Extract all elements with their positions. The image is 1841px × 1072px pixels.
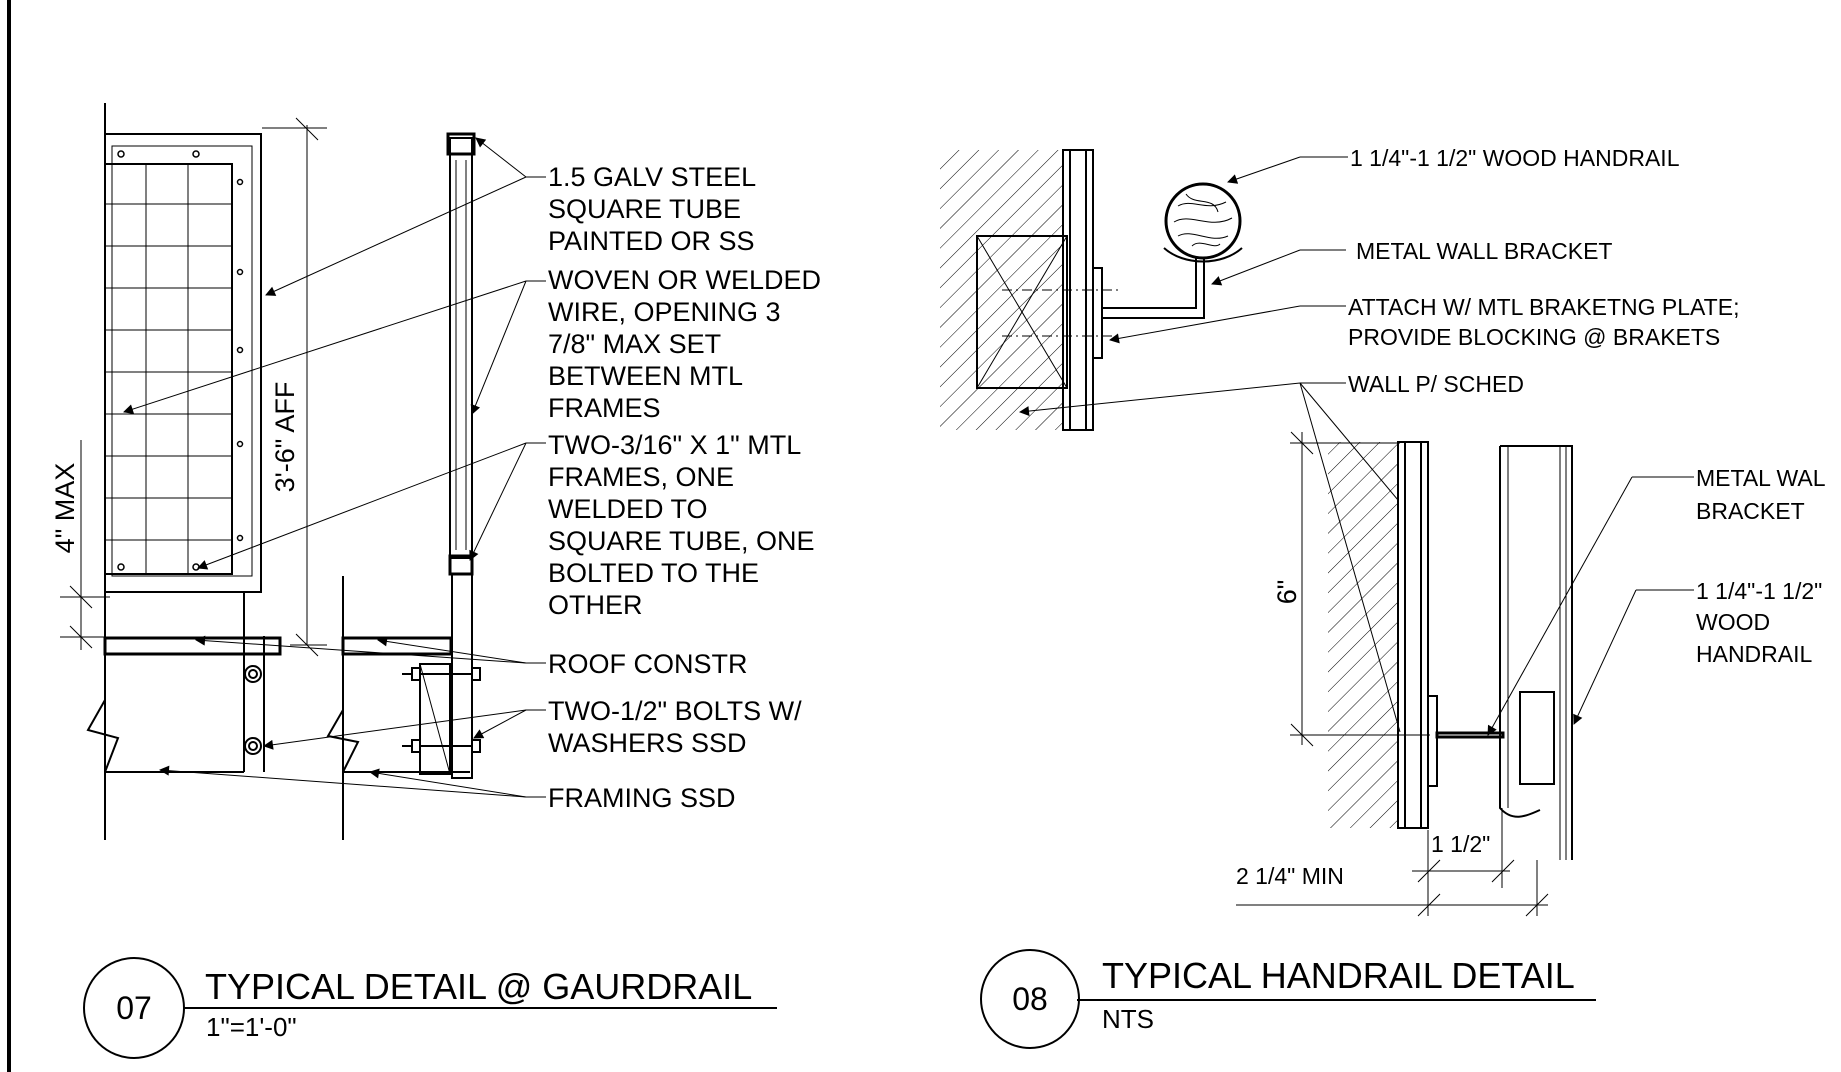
blocking — [976, 235, 1068, 389]
wood-handrail-top — [1164, 182, 1242, 260]
dim-1-5: 1 1/2" — [1431, 831, 1490, 857]
bracket-plate-top — [1092, 267, 1103, 359]
note-frames: TWO-3/16" X 1" MTL FRAMES, ONE WELDED TO… — [548, 430, 822, 620]
detail-08-bottom-leaders — [1299, 382, 1694, 736]
detail-08-number: 08 — [1012, 981, 1048, 1017]
handrail-side — [1499, 445, 1573, 860]
dim-6: 6" — [1272, 580, 1302, 605]
roof-constr-left — [103, 636, 282, 656]
dim-2-25-min: 2 1/4" MIN — [1236, 863, 1344, 889]
thru-bolts — [402, 667, 481, 753]
detail-07-scale: 1"=1'-0" — [206, 1012, 297, 1042]
note-wire: WOVEN OR WELDED WIRE, OPENING 3 7/8" MAX… — [548, 265, 829, 423]
note-framing: FRAMING SSD — [548, 783, 736, 813]
bracket-arm-bottom — [1435, 731, 1505, 739]
detail-07-drawing: 1.5 GALV STEEL SQUARE TUBE PAINTED OR SS… — [50, 103, 829, 1059]
inner-frame — [111, 145, 253, 577]
detail-08-drawing: 6" 1 1/2" 2 1/4" MIN 1 1/4"-1 1/2" WOOD … — [940, 145, 1831, 1049]
note-bolts: TWO-1/2" BOLTS W/ WASHERS SSD — [548, 696, 809, 758]
handrail-bracket-block — [1519, 691, 1555, 785]
outer-frame — [104, 133, 262, 593]
mesh-grid — [105, 164, 232, 574]
wall-finish-bottom — [1397, 441, 1429, 829]
post-cap — [446, 132, 476, 156]
dim-3-6-aff: 3'-6" AFF — [270, 382, 300, 493]
bracket-plate-bottom — [1427, 695, 1438, 787]
detail-08-scale: NTS — [1102, 1004, 1154, 1034]
detail-08-title: TYPICAL HANDRAIL DETAIL — [1102, 955, 1575, 996]
wire-mesh — [104, 163, 233, 575]
square-tube-post — [449, 137, 473, 559]
bolt-bracket — [419, 663, 451, 775]
dim-4-max: 4" MAX — [50, 463, 80, 554]
frame-bolts — [117, 150, 244, 571]
note-handrail-top: 1 1/4"-1 1/2" WOOD HANDRAIL — [1350, 145, 1680, 171]
note-bracket-side: METAL WAL BRACKET — [1696, 465, 1831, 524]
hatched-wall-bottom — [1328, 442, 1398, 828]
note-square-tube: 1.5 GALV STEEL SQUARE TUBE PAINTED OR SS — [548, 162, 763, 256]
bracket-arm-top — [1102, 257, 1205, 319]
hatched-wall-top — [940, 150, 1063, 430]
note-bracket-top: METAL WALL BRACKET — [1356, 238, 1612, 264]
post-base — [451, 573, 473, 779]
break-line-left — [86, 699, 120, 773]
detail-07-number: 07 — [116, 990, 152, 1026]
note-attach: ATTACH W/ MTL BRAKETNG PLATE; PROVIDE BL… — [1348, 294, 1746, 350]
detail-07-title: TYPICAL DETAIL @ GAURDRAIL — [205, 966, 752, 1007]
note-roof-constr: ROOF CONSTR — [548, 649, 748, 679]
wood-grain — [1173, 193, 1233, 247]
note-handrail-side: 1 1/4"-1 1/2" WOOD HANDRAIL — [1696, 578, 1829, 667]
note-wall: WALL P/ SCHED — [1348, 371, 1524, 397]
left-bolts — [244, 665, 262, 755]
detail-07-leaders — [123, 137, 546, 798]
